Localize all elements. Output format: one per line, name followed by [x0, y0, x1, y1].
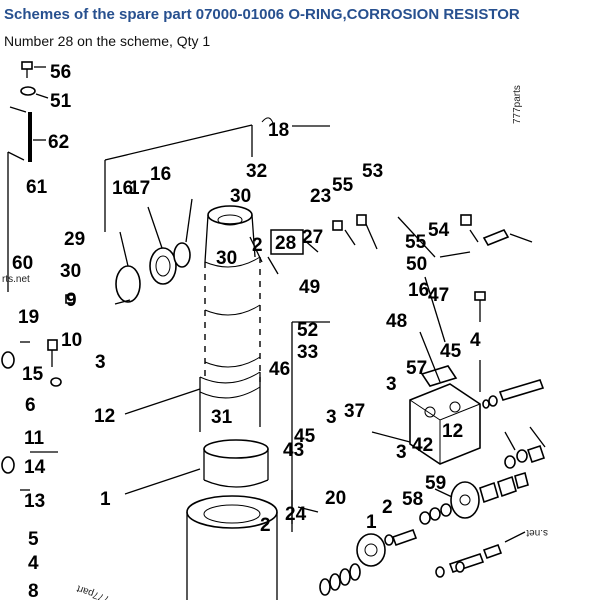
callout-55-top[interactable]: 55 [332, 175, 354, 196]
callout-4[interactable]: 4 [28, 553, 39, 574]
callout-46[interactable]: 46 [269, 359, 290, 380]
page-subtitle: Number 28 on the scheme, Qty 1 [4, 33, 211, 49]
callout-55-right[interactable]: 55 [405, 232, 427, 253]
callout-47[interactable]: 47 [428, 285, 449, 306]
diagram-linework [1, 61, 546, 600]
callout-23[interactable]: 23 [310, 186, 331, 207]
callout-28-highlighted[interactable]: 28 [275, 233, 296, 254]
callout-32[interactable]: 32 [246, 161, 267, 182]
callout-30-center[interactable]: 30 [216, 248, 237, 269]
highlighted-part-28[interactable]: 28 [270, 229, 304, 255]
page-title: Schemes of the spare part 07000-01006 O-… [4, 6, 520, 23]
callout-59[interactable]: 59 [425, 473, 446, 494]
parts-diagram: 28 56 51 62 61 18 16 17 16 32 30 23 55 5… [1, 61, 548, 600]
callout-51[interactable]: 51 [50, 91, 72, 112]
callout-3-block[interactable]: 3 [396, 442, 407, 463]
callout-16-right[interactable]: 16 [408, 280, 429, 301]
callout-33[interactable]: 33 [297, 342, 318, 363]
callout-50[interactable]: 50 [406, 254, 427, 275]
callout-2-lower[interactable]: 2 [260, 515, 271, 536]
callout-24[interactable]: 24 [285, 504, 307, 525]
callout-labels: 56 51 62 61 18 16 17 16 32 30 23 55 53 2… [12, 62, 481, 600]
callout-43[interactable]: 43 [283, 440, 304, 461]
callout-3-mid[interactable]: 3 [326, 407, 337, 428]
callout-49[interactable]: 49 [299, 277, 320, 298]
callout-13[interactable]: 13 [24, 491, 45, 512]
callout-11[interactable]: 11 [24, 428, 45, 449]
callout-12-left[interactable]: 12 [94, 406, 115, 427]
callout-16[interactable]: 16 [150, 164, 171, 185]
callout-19[interactable]: 19 [18, 307, 39, 328]
callout-42[interactable]: 42 [412, 435, 433, 456]
callout-1-bottom[interactable]: 1 [366, 512, 377, 533]
callout-45-mid[interactable]: 45 [294, 426, 316, 447]
callout-1[interactable]: 1 [100, 489, 111, 510]
callout-30-top[interactable]: 30 [230, 186, 251, 207]
callout-57[interactable]: 57 [406, 358, 427, 379]
callout-61[interactable]: 61 [26, 177, 48, 198]
callout-5[interactable]: 5 [28, 529, 39, 550]
callout-27[interactable]: 27 [302, 227, 323, 248]
callout-53[interactable]: 53 [362, 161, 383, 182]
callout-2[interactable]: 2 [252, 235, 263, 256]
callout-3-right[interactable]: 3 [386, 374, 397, 395]
watermark-right: s.net [526, 527, 548, 538]
watermark-left: rts.net [2, 274, 30, 285]
callout-56[interactable]: 56 [50, 62, 71, 83]
callout-10[interactable]: 10 [61, 330, 82, 351]
callout-45-right[interactable]: 45 [440, 341, 462, 362]
callout-9[interactable]: 9 [66, 290, 77, 311]
callout-48[interactable]: 48 [386, 311, 407, 332]
callout-14[interactable]: 14 [24, 457, 46, 478]
callout-20[interactable]: 20 [325, 488, 346, 509]
callout-15[interactable]: 15 [22, 364, 44, 385]
callout-16-left[interactable]: 16 [112, 178, 133, 199]
callout-37[interactable]: 37 [344, 401, 365, 422]
callout-2-bottom[interactable]: 2 [382, 497, 393, 518]
callout-58[interactable]: 58 [402, 489, 423, 510]
callout-62[interactable]: 62 [48, 132, 69, 153]
callout-54[interactable]: 54 [428, 220, 450, 241]
callout-17[interactable]: 17 [129, 178, 150, 199]
callout-31[interactable]: 31 [211, 407, 233, 428]
callout-6[interactable]: 6 [25, 395, 36, 416]
callout-60[interactable]: 60 [12, 253, 33, 274]
callout-3-left[interactable]: 3 [95, 352, 106, 373]
callout-4-right[interactable]: 4 [470, 330, 481, 351]
callout-8[interactable]: 8 [28, 581, 39, 600]
callout-12-right[interactable]: 12 [442, 421, 463, 442]
callout-18-top[interactable]: 18 [268, 120, 289, 141]
callout-52[interactable]: 52 [297, 320, 318, 341]
watermark-top: 777parts [512, 85, 523, 124]
watermark-bottom: 777part [75, 583, 111, 600]
callout-29[interactable]: 29 [64, 229, 85, 250]
callout-30-left[interactable]: 30 [60, 261, 81, 282]
